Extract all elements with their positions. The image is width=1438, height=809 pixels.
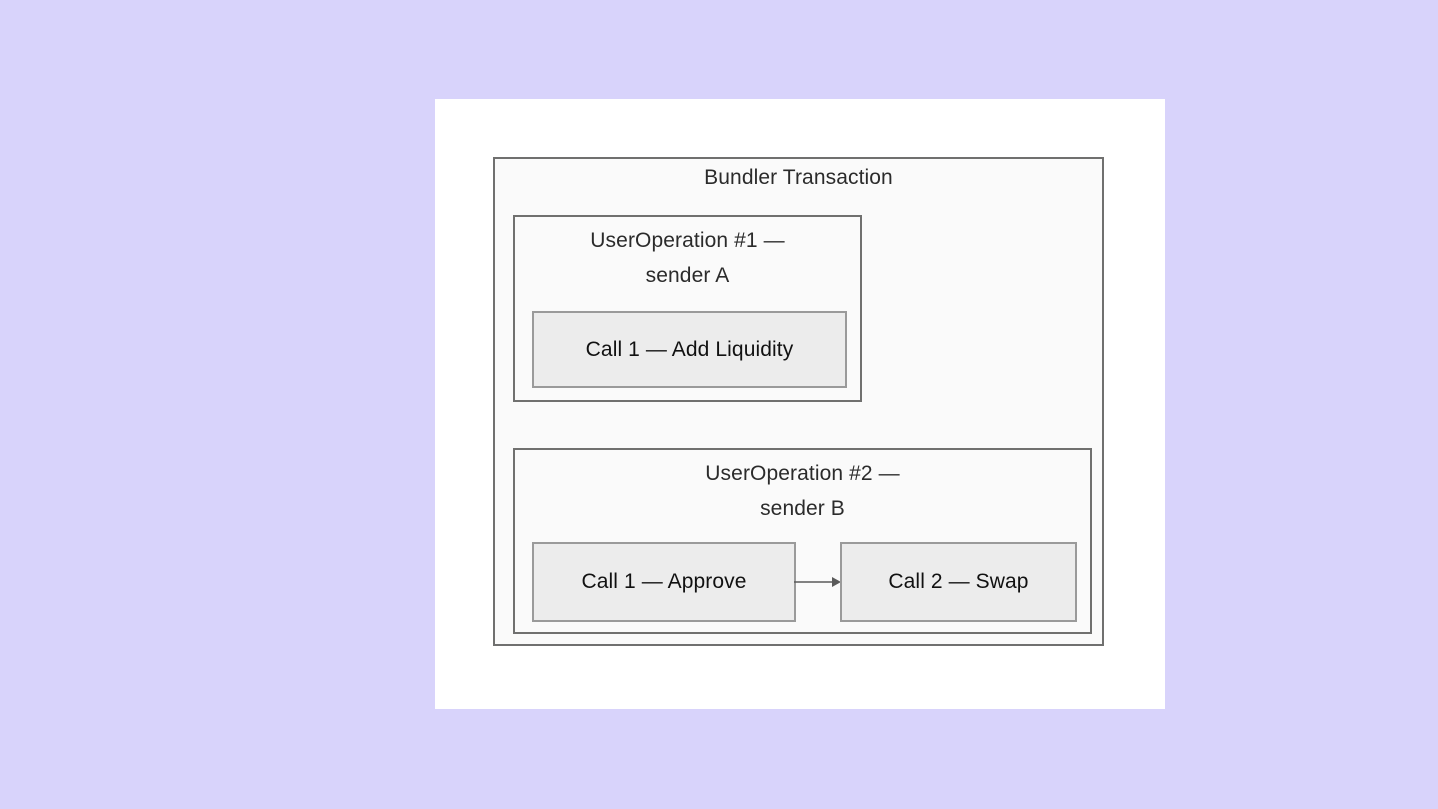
call-box-swap[interactable]: Call 2 — Swap [840,542,1077,622]
userop-1-box: UserOperation #1 — sender A Call 1 — Add… [513,215,862,402]
arrow-approve-to-swap-icon [794,577,841,587]
userop-2-box: UserOperation #2 — sender B Call 1 — App… [513,448,1092,634]
call-box-add-liquidity[interactable]: Call 1 — Add Liquidity [532,311,847,388]
userop-1-title: UserOperation #1 — sender A [590,229,785,287]
call-box-approve-label: Call 1 — Approve [581,570,747,593]
userop-2-title: UserOperation #2 — sender B [705,462,900,520]
bundler-transaction-title: Bundler Transaction [704,166,893,189]
call-box-swap-label: Call 2 — Swap [888,570,1029,593]
diagram-canvas-card: Bundler Transaction UserOperation #1 — s… [435,99,1165,709]
call-box-add-liquidity-label: Call 1 — Add Liquidity [585,337,794,361]
call-box-approve[interactable]: Call 1 — Approve [532,542,796,622]
bundler-transaction-box: Bundler Transaction UserOperation #1 — s… [493,157,1104,646]
